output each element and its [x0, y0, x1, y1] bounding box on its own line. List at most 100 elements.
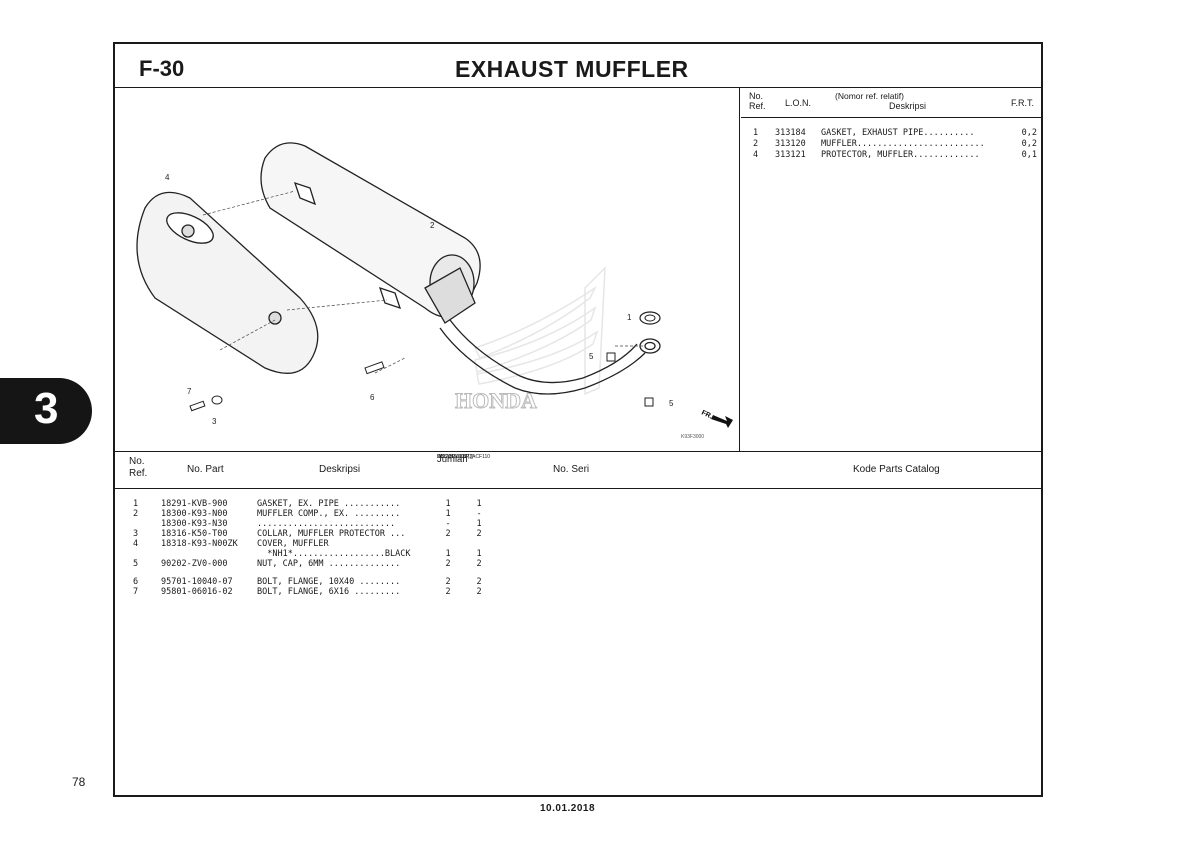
ref-row: 1 313184 GASKET, EXHAUST PIPE.......... …: [753, 128, 1037, 139]
table-row: 5 90202-ZV0-000 NUT, CAP, 6MM ..........…: [133, 559, 491, 569]
ref-header-no-ref: No. Ref.: [749, 91, 766, 111]
parts-header-no-part: No. Part: [187, 464, 224, 475]
cell-description: BOLT, FLANGE, 10X40 ........: [257, 577, 401, 587]
ref-cell-frt: 0,1: [1021, 150, 1037, 160]
flange-bolt-part: [364, 361, 385, 375]
parts-header-deskripsi: Deskripsi: [319, 464, 361, 475]
front-direction-label: FR.: [700, 409, 713, 420]
cell-qty-2018: 2: [476, 529, 482, 539]
cell-qty-2017: 2: [445, 559, 451, 569]
flange-bolt-part-2: [189, 400, 206, 412]
jumlah-years: 2017(H) 2018(J): [437, 454, 474, 460]
cell-description: *NH1*..................BLACK: [257, 549, 411, 559]
honda-watermark-text: HONDA: [455, 388, 537, 413]
muffler-body: [260, 142, 481, 324]
callout-2: 2: [430, 221, 435, 230]
cell-ref: [133, 549, 161, 559]
ref-cell-desc: PROTECTOR, MUFFLER.............: [821, 150, 980, 160]
cell-part-number: 18316-K50-T00: [161, 529, 228, 539]
cell-part-number: [161, 549, 257, 559]
parts-table-header: No. Ref. No. Part Deskripsi Jumlah SCOOP…: [115, 451, 1041, 489]
ref-cell-lon: 313184: [775, 128, 806, 138]
leader-lines: [202, 190, 645, 374]
callout-3: 3: [212, 417, 217, 426]
jumlah-title: Jumlah: [437, 454, 468, 465]
table-row: 1 18291-KVB-900 GASKET, EX. PIPE .......…: [133, 499, 491, 509]
cell-qty-2017: [429, 539, 467, 549]
cell-qty-2017: 1: [445, 509, 451, 519]
ref-header-deskripsi: Deskripsi: [889, 101, 927, 111]
cell-qty-2018: 2: [476, 577, 482, 587]
cell-part-number: 90202-ZV0-000: [161, 559, 228, 569]
ref-table-header: No. Ref. L.O.N. (Nomor ref. relatif) Des…: [741, 88, 1043, 118]
ref-header-nomor: (Nomor ref. relatif): [835, 91, 904, 101]
cell-ref: 5: [133, 559, 139, 569]
callout-7: 7: [187, 387, 192, 396]
cell-qty-2018: 1: [476, 519, 482, 529]
section-tab: 3: [0, 378, 92, 444]
cell-qty-2018: 2: [476, 559, 482, 569]
ref-row: 2 313120 MUFFLER........................…: [753, 139, 1037, 150]
cell-ref: [133, 519, 161, 529]
jumlah-model: SCOOPY eSP (ACF110: [437, 454, 491, 460]
footer-date: 10.01.2018: [540, 803, 596, 814]
cell-description: NUT, CAP, 6MM ..............: [257, 559, 401, 569]
ref-cell-desc: GASKET, EXHAUST PIPE..........: [821, 128, 975, 138]
cell-part-number: 18300-K93-N30: [161, 519, 228, 529]
exploded-diagram: HONDA: [115, 88, 740, 451]
table-row: 7 95801-06016-02 BOLT, FLANGE, 6X16 ....…: [133, 587, 491, 597]
cell-qty-2017: 2: [445, 529, 451, 539]
callout-4: 4: [165, 173, 170, 182]
cell-qty-2018: 1: [476, 499, 482, 509]
cell-description: MUFFLER COMP., EX. .........: [257, 509, 401, 519]
cell-description: ...........................: [257, 519, 396, 529]
ref-table-rows: 1 313184 GASKET, EXHAUST PIPE.......... …: [753, 128, 1037, 161]
ref-cell-ref: 2: [753, 139, 759, 149]
diagram-drawing: HONDA: [136, 142, 733, 428]
cell-ref: 4: [133, 539, 139, 549]
cell-part-number: 95701-10040-07: [161, 577, 233, 587]
ref-cell-frt: 0,2: [1021, 128, 1037, 138]
honda-wing-watermark: [473, 266, 606, 396]
parts-table-rows: 1 18291-KVB-900 GASKET, EX. PIPE .......…: [133, 499, 491, 597]
cell-qty-2017: -: [445, 519, 451, 529]
table-row: 4 18318-K93-N00ZK COVER, MUFFLER: [133, 539, 491, 549]
ref-cell-lon: 313120: [775, 139, 806, 149]
ref-cell-desc: MUFFLER.........................: [821, 139, 985, 149]
cell-qty-2017: 1: [445, 549, 451, 559]
callout-5a: 5: [589, 352, 594, 361]
table-row: *NH1*..................BLACK 1 1: [133, 549, 491, 559]
table-row: 6 95701-10040-07 BOLT, FLANGE, 10X40 ...…: [133, 577, 491, 587]
cell-qty-2018: -: [476, 509, 482, 519]
ref-header-lon: L.O.N.: [785, 98, 812, 108]
cell-part-number: 18300-K93-N00: [161, 509, 228, 519]
callout-6: 6: [370, 393, 375, 402]
callout-5b: 5: [669, 399, 674, 408]
jumlah-variant: CBS ISS (CST): [437, 454, 472, 460]
table-row: 3 18316-K50-T00 COLLAR, MUFFLER PROTECTO…: [133, 529, 491, 539]
title-bar: F-30 EXHAUST MUFFLER: [115, 44, 1041, 88]
ref-header-frt: F.R.T.: [1011, 98, 1035, 108]
exhaust-pipe: [439, 319, 661, 395]
ref-cell-ref: 1: [753, 128, 759, 138]
muffler-protector: [136, 191, 319, 374]
cell-qty-2018: [467, 539, 491, 549]
catalog-frame: F-30 EXHAUST MUFFLER HONDA: [113, 42, 1043, 797]
table-row: 2 18300-K93-N00 MUFFLER COMP., EX. .....…: [133, 509, 491, 519]
cap-nut-part-2: [644, 397, 654, 407]
ref-row: 4 313121 PROTECTOR, MUFFLER.............…: [753, 150, 1037, 161]
diagram-figure-code: K93F3000: [681, 434, 705, 440]
cell-ref: 6: [133, 577, 139, 587]
cell-part-number: 18318-K93-N00ZK: [161, 539, 238, 549]
page-title: EXHAUST MUFFLER: [455, 56, 689, 82]
cell-qty-2018: 1: [476, 549, 482, 559]
cell-ref: 7: [133, 587, 139, 597]
labor-ref-panel: No. Ref. L.O.N. (Nomor ref. relatif) Des…: [741, 88, 1043, 451]
parts-header-no-ref: No. Ref.: [129, 456, 148, 479]
page-number: 78: [72, 775, 86, 789]
section-number: 3: [34, 384, 59, 433]
cell-description: COVER, MUFFLER: [257, 539, 329, 549]
cell-part-number: 18291-KVB-900: [161, 499, 228, 509]
cell-part-number: 95801-06016-02: [161, 587, 233, 597]
cell-qty-2017: 2: [445, 577, 451, 587]
